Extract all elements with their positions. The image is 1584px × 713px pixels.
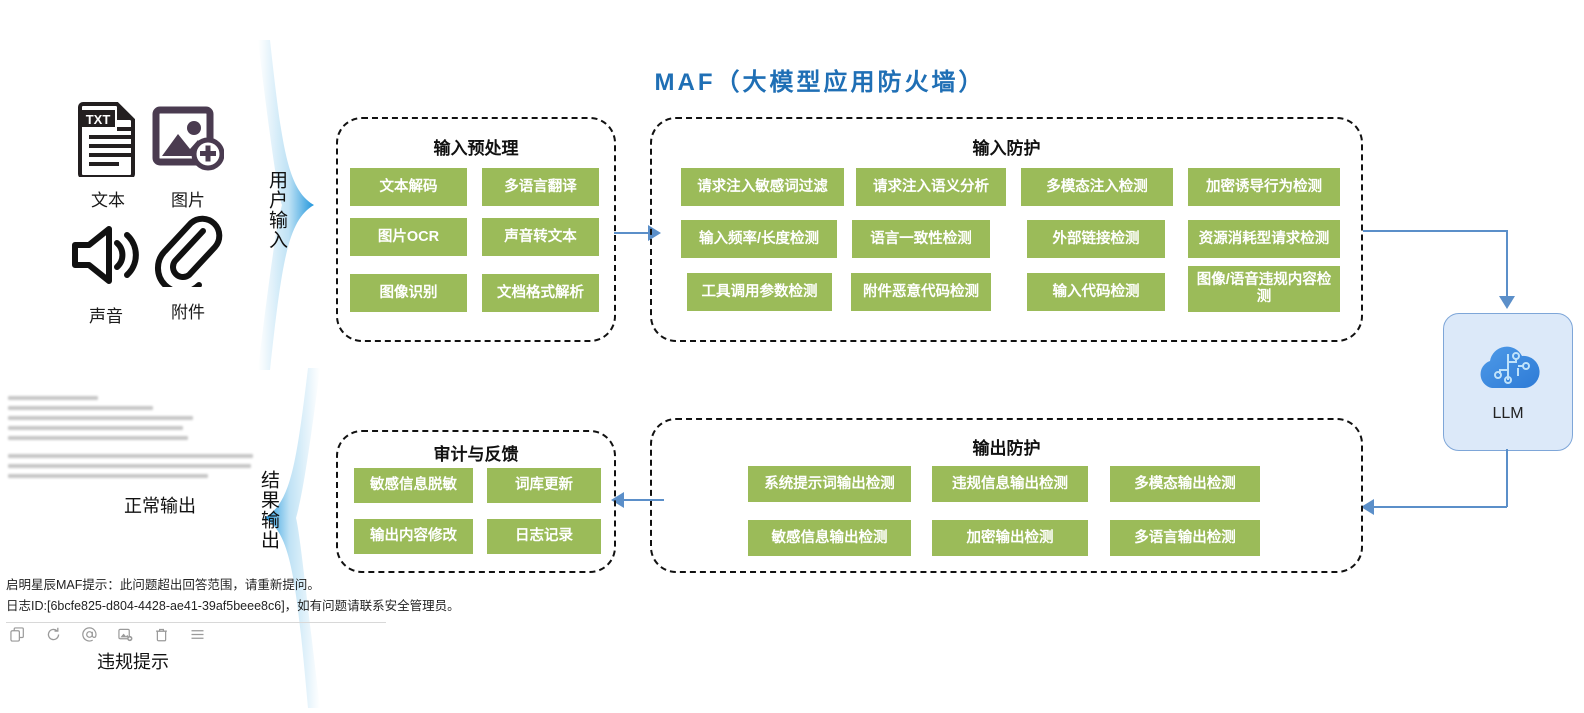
group-audit-feedback-title: 审计与反馈 [433,445,519,464]
divider [6,622,386,624]
connector-llm-to-output-h [1372,506,1507,508]
connector-protection-to-llm-v [1506,230,1508,300]
chip-output-protection-0[interactable]: 系统提示词输出检测 [748,466,911,502]
svg-text:TXT: TXT [86,112,111,127]
chip-input-preprocess-3[interactable]: 声音转文本 [482,218,599,256]
llm-card[interactable]: LLM [1443,313,1573,451]
connector-llm-to-output-v [1506,449,1508,507]
group-input-preprocess-title: 输入预处理 [433,139,519,158]
connector-output-arrowhead-left [1361,499,1374,515]
input-source-text: TXT 文本 [60,96,156,211]
chip-input-preprocess-2[interactable]: 图片OCR [350,218,467,256]
speaker-sound-icon [58,212,154,298]
violation-output-label: 违规提示 [97,652,169,672]
input-source-attachment: 附件 [140,208,236,323]
connector-output-to-audit [622,499,664,501]
chip-input-protection-2[interactable]: 多模态注入检测 [1021,168,1173,206]
normal-output-label: 正常输出 [124,496,196,516]
chip-input-preprocess-5[interactable]: 文档格式解析 [482,274,599,312]
chip-audit-feedback-2[interactable]: 输出内容修改 [354,519,473,554]
connector-protection-to-llm-h [1363,230,1508,232]
chip-input-protection-3[interactable]: 加密诱导行为检测 [1188,168,1340,206]
group-input-protection-title: 输入防护 [972,139,1041,158]
cloud-circuit-icon [1472,342,1544,399]
chip-output-protection-5[interactable]: 多语言输出检测 [1110,520,1260,556]
connector-llm-arrowhead-down [1499,296,1515,309]
alert-action-bar [6,627,386,647]
chip-input-protection-7[interactable]: 资源消耗型请求检测 [1188,220,1340,258]
group-input-protection [650,117,1363,342]
group-output-protection-title: 输出防护 [972,439,1041,458]
chip-output-protection-1[interactable]: 违规信息输出检测 [932,466,1088,502]
input-source-image: 图片 [140,96,236,211]
input-source-label: 文本 [91,191,125,210]
input-source-label: 图片 [171,191,205,210]
menu-icon[interactable] [190,627,205,647]
result-output-arrow-label: 结果输出 [257,470,279,550]
chip-input-protection-11[interactable]: 图像/语音违规内容检测 [1188,266,1340,312]
image-add-icon [140,96,236,182]
chip-input-protection-8[interactable]: 工具调用参数检测 [687,273,832,311]
chip-input-protection-6[interactable]: 外部链接检测 [1027,220,1165,258]
chip-input-preprocess-1[interactable]: 多语言翻译 [482,168,599,206]
group-input-preprocess [336,117,616,342]
page-title: MAF（大模型应用防火墙） [654,69,986,96]
user-input-arrow [248,40,330,375]
group-audit-feedback [336,430,616,573]
violation-alert-message: 启明星辰MAF提示：此问题超出回答范围，请重新提问。 [6,578,320,592]
llm-label: LLM [1492,404,1524,422]
input-source-label: 附件 [171,303,205,322]
connector-audit-arrowhead [611,492,624,508]
trash-icon[interactable] [154,627,169,647]
chip-input-preprocess-4[interactable]: 图像识别 [350,274,467,312]
txt-document-icon: TXT [60,96,156,182]
normal-output-preview [8,396,258,484]
chip-output-protection-3[interactable]: 敏感信息输出检测 [748,520,911,556]
user-input-arrow-label: 用户输入 [265,170,287,250]
image-add-icon[interactable] [118,627,133,647]
at-mention-icon[interactable] [82,627,97,647]
input-source-label: 声音 [89,307,123,326]
chip-input-protection-4[interactable]: 输入频率/长度检测 [681,220,837,258]
chip-input-protection-10[interactable]: 输入代码检测 [1027,273,1165,311]
chip-output-protection-2[interactable]: 多模态输出检测 [1110,466,1260,502]
copy-icon[interactable] [10,627,25,647]
chip-input-preprocess-0[interactable]: 文本解码 [350,168,467,206]
connector-preprocess-to-protection [614,232,656,234]
chip-audit-feedback-1[interactable]: 词库更新 [487,468,601,503]
chip-input-protection-9[interactable]: 附件恶意代码检测 [851,273,991,311]
input-source-audio: 声音 [58,212,154,327]
chip-output-protection-4[interactable]: 加密输出检测 [932,520,1088,556]
chip-audit-feedback-3[interactable]: 日志记录 [487,519,601,554]
paperclip-attachment-icon [140,208,236,294]
refresh-icon[interactable] [46,627,61,647]
chip-input-protection-0[interactable]: 请求注入敏感词过滤 [681,168,844,206]
violation-alert-logid: 日志ID:[6bcfe825-d804-4428-ae41-39af5beee8… [6,598,460,613]
chip-input-protection-1[interactable]: 请求注入语义分析 [856,168,1006,206]
group-output-protection [650,418,1363,573]
chip-input-protection-5[interactable]: 语言一致性检测 [852,220,990,258]
chip-audit-feedback-0[interactable]: 敏感信息脱敏 [354,468,473,503]
violation-alert-card: 启明星辰MAF提示：此问题超出回答范围，请重新提问。 日志ID:[6bcfe82… [6,575,460,647]
